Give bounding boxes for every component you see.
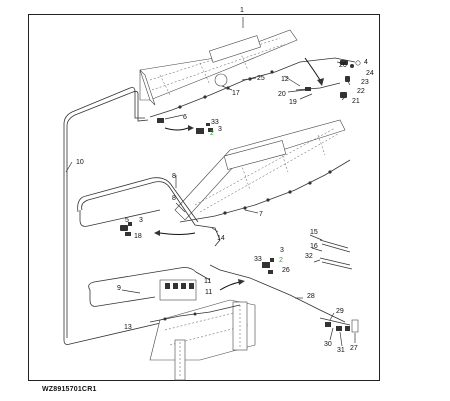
callout-10: 10 bbox=[76, 159, 84, 166]
bottom-right-cluster bbox=[319, 317, 359, 333]
callout-16: 16 bbox=[310, 243, 318, 250]
callout-labels: 1 26 4 24 25 23 12 22 20 19 21 17 6 33 3… bbox=[76, 7, 374, 354]
callout-21: 21 bbox=[352, 98, 360, 105]
clamp-group-mid bbox=[120, 222, 132, 236]
callout-4: 4 bbox=[364, 59, 368, 66]
callout-17: 17 bbox=[232, 90, 240, 97]
callout-32: 32 bbox=[305, 253, 313, 260]
callout-3b: 3 bbox=[139, 217, 143, 224]
callout-6: 6 bbox=[183, 114, 187, 121]
callout-26: 26 bbox=[339, 62, 347, 69]
arrow-top-right bbox=[304, 57, 321, 81]
bottom-boom-hose bbox=[149, 304, 241, 323]
hose-10 bbox=[63, 87, 179, 345]
callout-26b: 26 bbox=[282, 267, 290, 274]
callout-3c: 3 bbox=[280, 247, 284, 254]
callout-2a: 2 bbox=[210, 130, 214, 137]
callout-29: 29 bbox=[336, 308, 344, 315]
callout-24: 24 bbox=[366, 70, 374, 77]
callout-11b: 11 bbox=[205, 289, 212, 296]
top-boom-frame bbox=[139, 29, 298, 106]
callout-28: 28 bbox=[307, 293, 315, 300]
callout-31: 31 bbox=[337, 347, 345, 354]
callout-5: 5 bbox=[125, 217, 129, 224]
callout-22: 22 bbox=[357, 88, 365, 95]
arrow-top-left bbox=[164, 127, 189, 131]
callout-11a: 11 bbox=[204, 278, 211, 285]
callout-15: 15 bbox=[310, 229, 318, 236]
bottom-boom-frame bbox=[149, 299, 256, 381]
hose-8 bbox=[81, 181, 221, 247]
part-lines-right bbox=[319, 239, 353, 270]
callout-33b: 33 bbox=[254, 256, 262, 263]
hose-9 bbox=[88, 267, 211, 291]
callout-27: 27 bbox=[350, 345, 358, 352]
callout-33a: 33 bbox=[211, 119, 219, 126]
callout-30: 30 bbox=[324, 341, 332, 348]
mid-boom-hose bbox=[179, 159, 351, 223]
callout-8a: 8 bbox=[172, 173, 176, 180]
callout-9: 9 bbox=[117, 285, 121, 292]
callout-7: 7 bbox=[259, 211, 263, 218]
callout-2b: 2 bbox=[279, 257, 283, 264]
clamp-group-lower bbox=[262, 258, 274, 274]
callout-8b: 8 bbox=[172, 195, 176, 202]
callout-12: 12 bbox=[281, 76, 289, 83]
leader-lines bbox=[65, 61, 356, 347]
callout-14: 14 bbox=[217, 235, 225, 242]
callout-23: 23 bbox=[361, 79, 369, 86]
callout-1: 1 bbox=[240, 7, 244, 14]
callout-18: 18 bbox=[134, 233, 142, 240]
callout-20: 20 bbox=[278, 91, 286, 98]
arrow-bottom bbox=[219, 281, 241, 291]
valve-block bbox=[159, 279, 197, 301]
callout-25: 25 bbox=[257, 75, 265, 82]
arrow-mid-left bbox=[159, 232, 196, 235]
figure-id: WZ8915701CR1 bbox=[42, 386, 97, 393]
callout-3a: 3 bbox=[218, 126, 222, 133]
top-right-nozzle-cluster bbox=[295, 60, 361, 98]
clamp-group-top bbox=[157, 118, 213, 134]
mid-boom-frame bbox=[174, 119, 346, 221]
callout-13: 13 bbox=[124, 324, 132, 331]
callout-19: 19 bbox=[289, 99, 297, 106]
